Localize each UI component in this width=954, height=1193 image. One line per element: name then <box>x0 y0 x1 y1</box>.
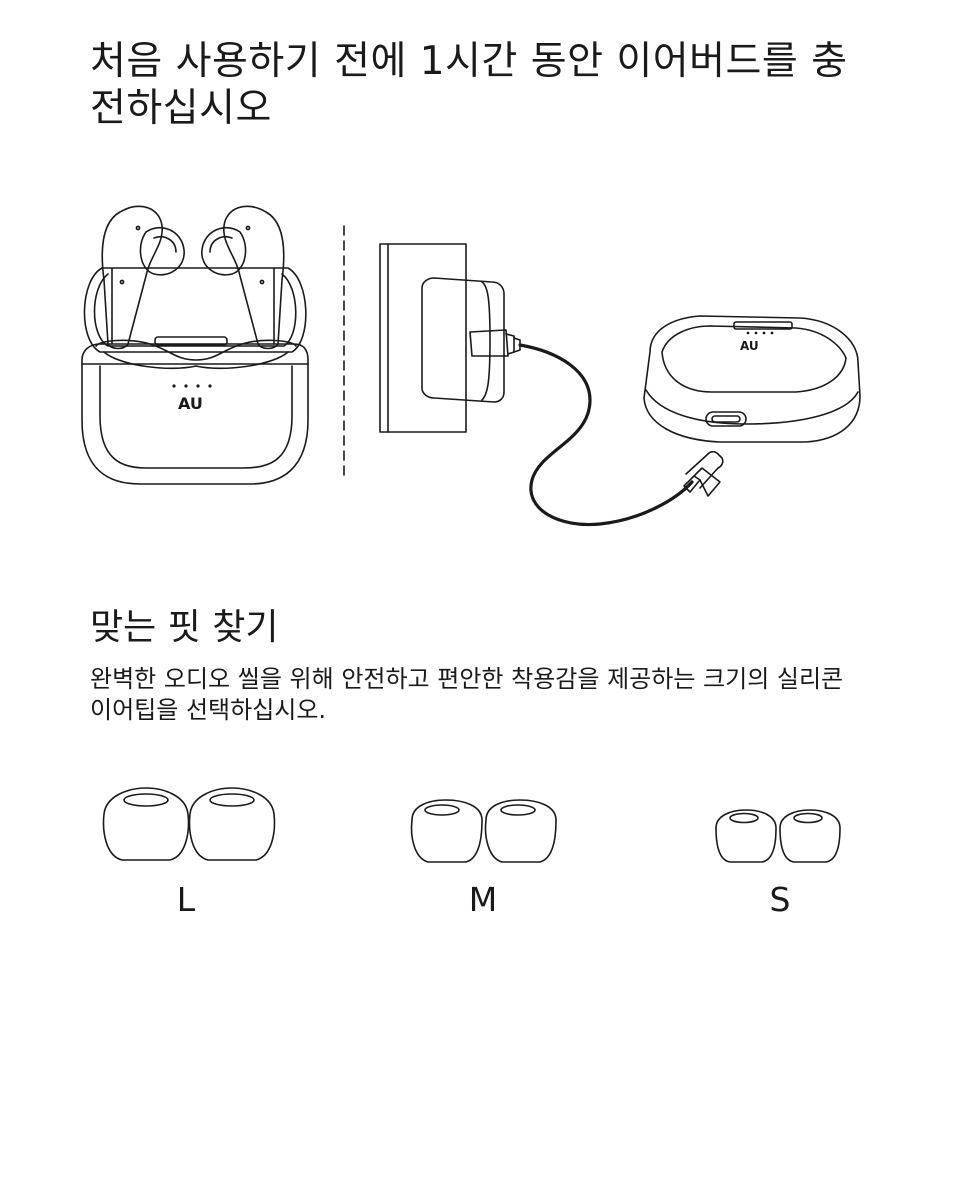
charging-heading: 처음 사용하기 전에 1시간 동안 이어버드를 충전하십시오 <box>90 39 848 131</box>
eartip-large-icon <box>102 787 276 861</box>
fit-heading: 맞는 핏 찾기 <box>90 607 279 648</box>
fit-description: 완벽한 오디오 씰을 위해 안전하고 편안한 착용감을 제공하는 크기의 실리콘… <box>90 665 844 724</box>
usb-a-plug-icon <box>469 329 521 357</box>
eartip-medium-icon <box>410 799 557 863</box>
closed-case-logo: AU <box>740 339 759 353</box>
usb-c-plug-icon <box>683 450 724 497</box>
charging-illustration: AU AU <box>81 205 861 527</box>
open-charging-case-icon <box>81 205 309 485</box>
wall-outlet-icon <box>379 243 467 433</box>
closed-charging-case-icon <box>643 315 861 443</box>
size-label-small: S <box>769 880 791 919</box>
wall-adapter-icon <box>421 277 505 403</box>
charging-cable-icon <box>518 343 694 527</box>
eartip-small-icon <box>715 809 841 863</box>
size-label-medium: M <box>468 880 498 919</box>
size-label-large: L <box>176 880 196 919</box>
eartips-illustration <box>102 787 841 863</box>
case-logo: AU <box>178 394 203 413</box>
